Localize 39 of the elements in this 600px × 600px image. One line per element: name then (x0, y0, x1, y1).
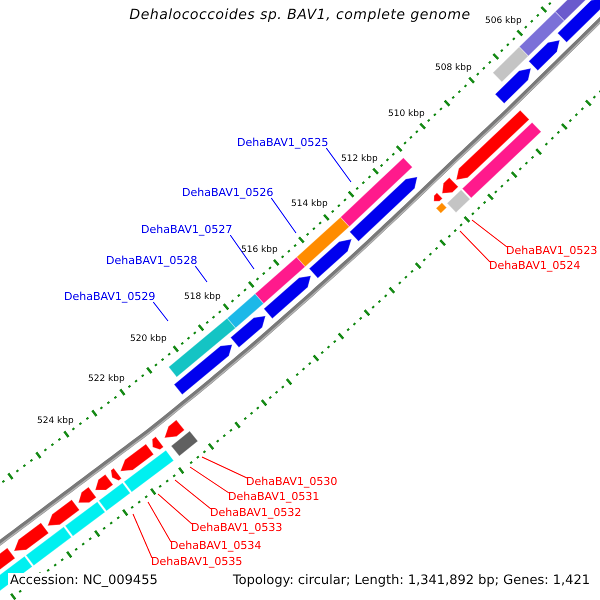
scale-label: 506 kbp (485, 17, 522, 27)
gene-label: DehaBAV1_0529 (64, 291, 156, 304)
map-title: Dehalococcoides sp. BAV1, complete genome (129, 8, 471, 24)
gene-label: DehaBAV1_0528 (106, 255, 198, 268)
leader-line (148, 502, 172, 542)
scale-label: 520 kbp (130, 335, 167, 345)
scale-label: 522 kbp (88, 375, 125, 385)
leader-line (230, 234, 254, 270)
gene-label: DehaBAV1_0530 (246, 476, 338, 488)
scale-label: 512 kbp (341, 155, 378, 165)
gene-label: DehaBAV1_0534 (170, 540, 262, 552)
scale-label: 510 kbp (388, 110, 425, 120)
leader-line (152, 302, 168, 322)
scale-label: 516 kbp (241, 246, 278, 256)
leader-line (158, 494, 192, 524)
leader-line (132, 514, 152, 558)
leader-line (270, 198, 296, 234)
leader-line (326, 148, 352, 182)
leader-line (460, 230, 490, 262)
scale-label: 508 kbp (435, 64, 472, 74)
gene-label: DehaBAV1_0533 (191, 522, 282, 534)
leader-line (174, 480, 212, 510)
gene-label: DehaBAV1_0526 (182, 187, 274, 200)
genome-info-text: Topology: circular; Length: 1,341,892 bp; Genes: 1,421 (230, 573, 592, 590)
gene-label: DehaBAV1_0525 (237, 137, 328, 150)
gene-label: DehaBAV1_0524 (489, 260, 580, 272)
gene-label: DehaBAV1_0535 (151, 556, 242, 568)
leader-line (202, 456, 248, 478)
leader-line (194, 266, 208, 282)
gene-label: DehaBAV1_0532 (210, 507, 302, 520)
gene-label: DehaBAV1_0531 (228, 491, 320, 504)
scale-label: 518 kbp (184, 293, 221, 303)
gene-label: DehaBAV1_0523 (506, 245, 598, 258)
scale-label: 514 kbp (291, 200, 328, 210)
scale-label: 524 kbp (37, 417, 74, 427)
accession-text: Accession: NC_009455 (8, 573, 160, 590)
leader-line (472, 220, 508, 248)
gene-label: DehaBAV1_0527 (141, 224, 232, 236)
leader-line (190, 466, 230, 494)
